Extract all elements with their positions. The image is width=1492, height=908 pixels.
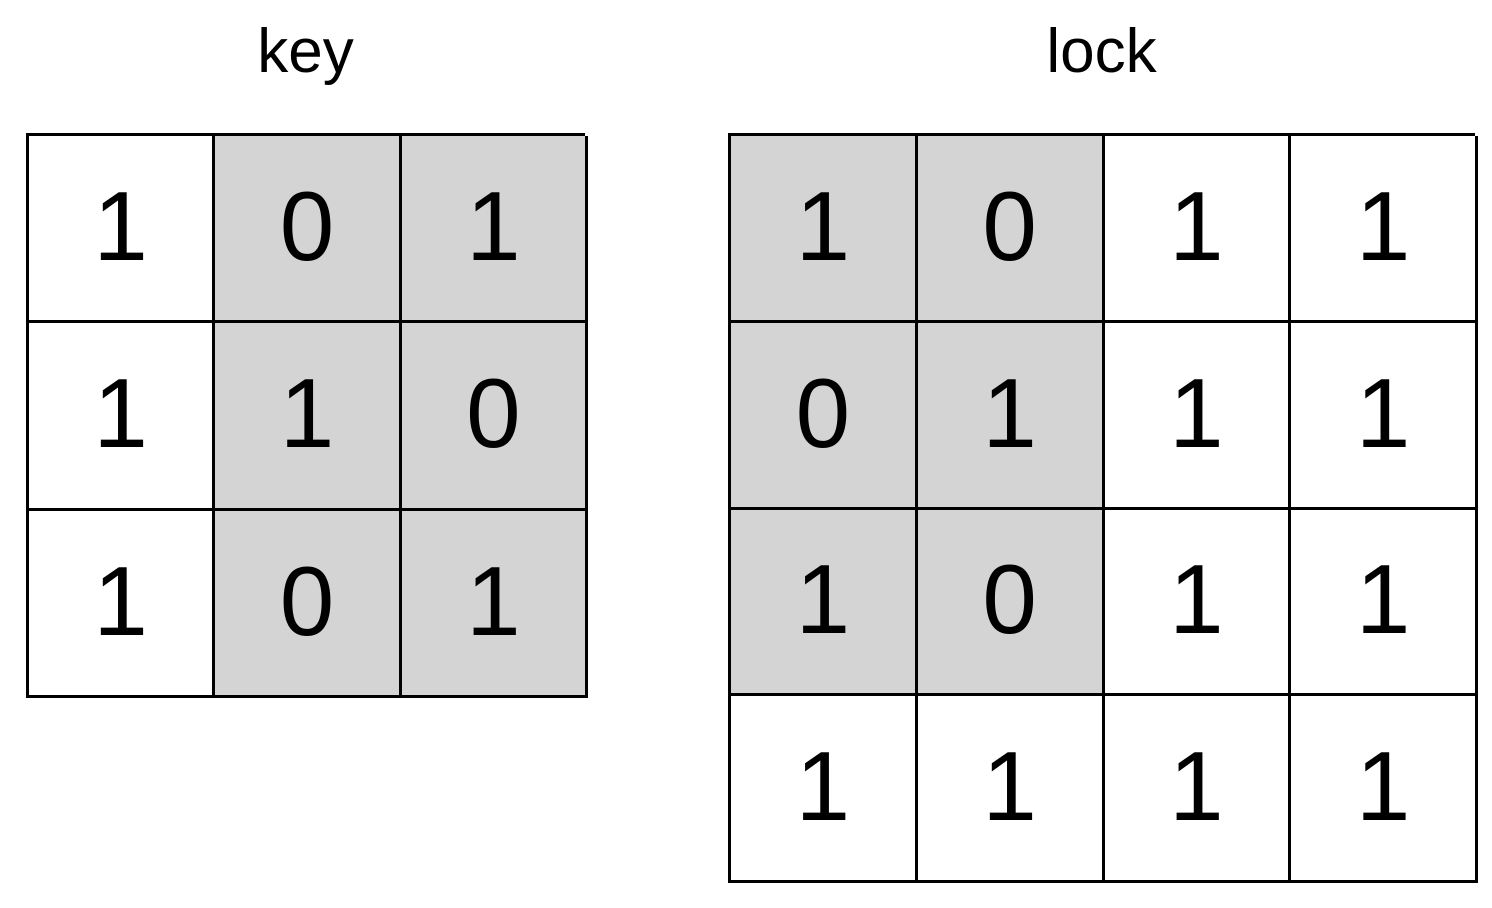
key-panel-title: key xyxy=(257,16,354,86)
matrix-cell: 1 xyxy=(731,136,918,323)
matrix-cell: 1 xyxy=(1291,696,1478,883)
matrix-cell-value: 1 xyxy=(93,545,148,656)
matrix-cell: 1 xyxy=(29,323,216,511)
matrix-cell: 1 xyxy=(1104,696,1292,883)
matrix-cell: 1 xyxy=(29,510,216,698)
matrix-cell: 0 xyxy=(917,509,1105,697)
matrix-cell: 1 xyxy=(401,136,588,324)
matrix-cell: 0 xyxy=(731,322,918,510)
lock-matrix-grid: 1 0 1 1 0 1 1 1 1 0 1 1 1 1 1 1 xyxy=(728,133,1478,883)
matrix-cell: 1 xyxy=(215,323,402,511)
key-matrix-grid: 1 0 1 1 1 0 1 0 1 xyxy=(26,133,588,698)
matrix-cell-value: 0 xyxy=(279,171,335,282)
matrix-cell: 0 xyxy=(215,510,402,698)
matrix-cell-value: 1 xyxy=(1355,731,1411,842)
matrix-cell: 0 xyxy=(401,323,588,511)
matrix-cell: 0 xyxy=(215,136,402,324)
matrix-cell: 1 xyxy=(731,509,918,697)
matrix-cell-value: 1 xyxy=(982,357,1037,468)
matrix-cell: 1 xyxy=(917,322,1105,510)
matrix-cell-value: 1 xyxy=(1355,357,1411,468)
lock-panel-title: lock xyxy=(1046,16,1157,86)
matrix-cell: 1 xyxy=(1291,509,1478,697)
matrix-cell-value: 1 xyxy=(1169,544,1224,655)
matrix-cell: 1 xyxy=(1104,509,1292,697)
matrix-cell-value: 0 xyxy=(466,358,521,469)
matrix-cell: 1 xyxy=(1291,322,1478,510)
matrix-cell: 1 xyxy=(401,510,588,698)
matrix-cell-value: 0 xyxy=(279,545,335,656)
matrix-cell: 1 xyxy=(917,696,1105,883)
matrix-cell-value: 1 xyxy=(466,171,521,282)
matrix-cell-value: 1 xyxy=(982,731,1037,842)
lock-panel: lock 1 0 1 1 0 1 1 1 1 0 1 1 1 1 1 1 xyxy=(728,0,1478,883)
matrix-cell-value: 1 xyxy=(1169,170,1224,281)
matrix-cell-value: 1 xyxy=(795,170,851,281)
matrix-cell: 1 xyxy=(1104,136,1292,323)
matrix-cell-value: 1 xyxy=(795,544,851,655)
matrix-cell-value: 1 xyxy=(1169,357,1224,468)
key-panel: key 1 0 1 1 1 0 1 0 1 xyxy=(26,0,588,698)
matrix-cell: 1 xyxy=(29,136,216,324)
matrix-cell: 1 xyxy=(1291,136,1478,323)
matrix-cell-value: 1 xyxy=(93,358,148,469)
matrix-cell: 1 xyxy=(731,696,918,883)
matrix-cell-value: 1 xyxy=(1355,170,1411,281)
matrix-cell-value: 1 xyxy=(1355,544,1411,655)
matrix-cell: 1 xyxy=(1104,322,1292,510)
matrix-cell-value: 1 xyxy=(279,358,335,469)
matrix-cell-value: 1 xyxy=(466,545,521,656)
matrix-cell: 0 xyxy=(917,136,1105,323)
matrix-cell-value: 1 xyxy=(795,731,851,842)
matrix-cell-value: 0 xyxy=(982,544,1037,655)
matrix-cell-value: 0 xyxy=(795,357,851,468)
matrix-cell-value: 1 xyxy=(93,171,148,282)
matrix-cell-value: 0 xyxy=(982,170,1037,281)
matrix-cell-value: 1 xyxy=(1169,731,1224,842)
